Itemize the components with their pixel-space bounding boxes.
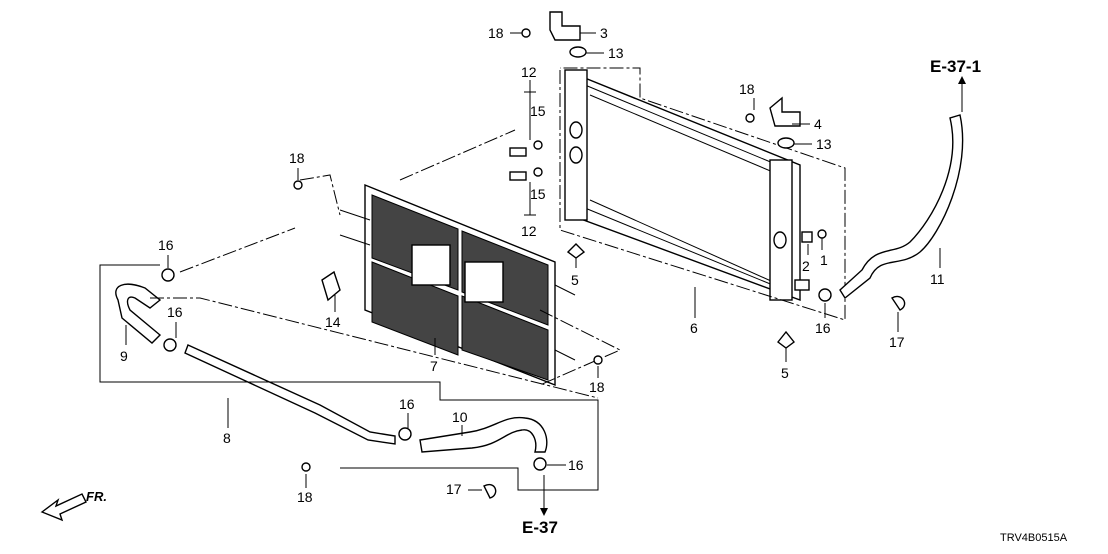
mount-cushion-13-top <box>569 46 587 58</box>
arrow-e37-1-icon <box>958 76 966 84</box>
front-arrow-icon <box>40 493 87 522</box>
callout-18-c: 18 <box>289 150 305 166</box>
callout-16-b: 16 <box>167 304 183 320</box>
hose-10 <box>419 416 548 453</box>
callout-16-d: 16 <box>568 457 584 473</box>
upper-bracket-3 <box>549 11 581 41</box>
callout-12-upper: 12 <box>521 64 537 80</box>
radiator <box>564 69 810 302</box>
diagram-code: TRV4B0515A <box>1000 532 1068 544</box>
clip-17-right <box>891 295 906 311</box>
callout-17-right: 17 <box>889 334 905 350</box>
clip-17-bottom <box>483 483 497 499</box>
lower-cushion-5-left <box>566 243 586 259</box>
reference-e37: E-37 <box>522 518 558 537</box>
callout-15-upper: 15 <box>530 103 546 119</box>
callout-5-lower: 5 <box>781 365 789 381</box>
callout-15-lower: 15 <box>530 186 546 202</box>
callout-16-c: 16 <box>399 396 415 412</box>
guide-line-a <box>150 297 599 399</box>
mount-cushion-13-right <box>777 137 795 149</box>
callout-5-upper: 5 <box>571 272 579 288</box>
callout-16-a: 16 <box>158 237 174 253</box>
hose-11 <box>839 114 964 300</box>
guide-line-b <box>179 227 296 273</box>
arrow-e37-icon <box>540 508 548 516</box>
bolt-icons <box>293 28 755 472</box>
callout-4: 4 <box>814 116 822 132</box>
callout-8: 8 <box>223 430 231 446</box>
callout-14: 14 <box>325 314 341 330</box>
fan-shroud <box>339 183 576 387</box>
upper-bracket-4 <box>769 96 801 127</box>
guide-line-c <box>299 174 341 216</box>
o-ring-1 <box>817 229 827 239</box>
shroud-guide-line <box>399 129 516 181</box>
callout-18-d: 18 <box>589 379 605 395</box>
callout-16-e: 16 <box>815 320 831 336</box>
front-label: FR. <box>86 489 107 504</box>
callout-6: 6 <box>690 320 698 336</box>
drain-plug-2 <box>801 231 813 243</box>
leader-lines <box>125 32 966 516</box>
lower-hose-group-outline <box>99 264 599 491</box>
drain-bolts <box>509 140 543 181</box>
callout-17-bottom: 17 <box>446 481 462 497</box>
callout-18-a: 18 <box>488 25 504 41</box>
callout-3: 3 <box>600 25 608 41</box>
pipe-8 <box>184 344 396 445</box>
bracket-14 <box>321 270 341 302</box>
callout-10: 10 <box>452 409 468 425</box>
callout-9: 9 <box>120 348 128 364</box>
lower-cushion-5-right <box>777 330 795 349</box>
shroud-guide-line-2 <box>539 309 622 386</box>
callout-18-e: 18 <box>297 489 313 505</box>
callout-13-lower: 13 <box>816 136 832 152</box>
radiator-group-bracket <box>559 67 846 321</box>
hose-9 <box>115 283 162 344</box>
callout-7: 7 <box>430 358 438 374</box>
callout-2: 2 <box>802 258 810 274</box>
front-direction-arrow: FR. <box>40 489 107 522</box>
callout-12-lower: 12 <box>521 223 537 239</box>
callout-13-upper: 13 <box>608 45 624 61</box>
hose-clamp-icons <box>161 268 832 471</box>
callout-1: 1 <box>820 252 828 268</box>
reference-e37-1: E-37-1 <box>930 57 981 76</box>
callout-11: 11 <box>930 271 945 287</box>
callout-18-b: 18 <box>739 81 755 97</box>
